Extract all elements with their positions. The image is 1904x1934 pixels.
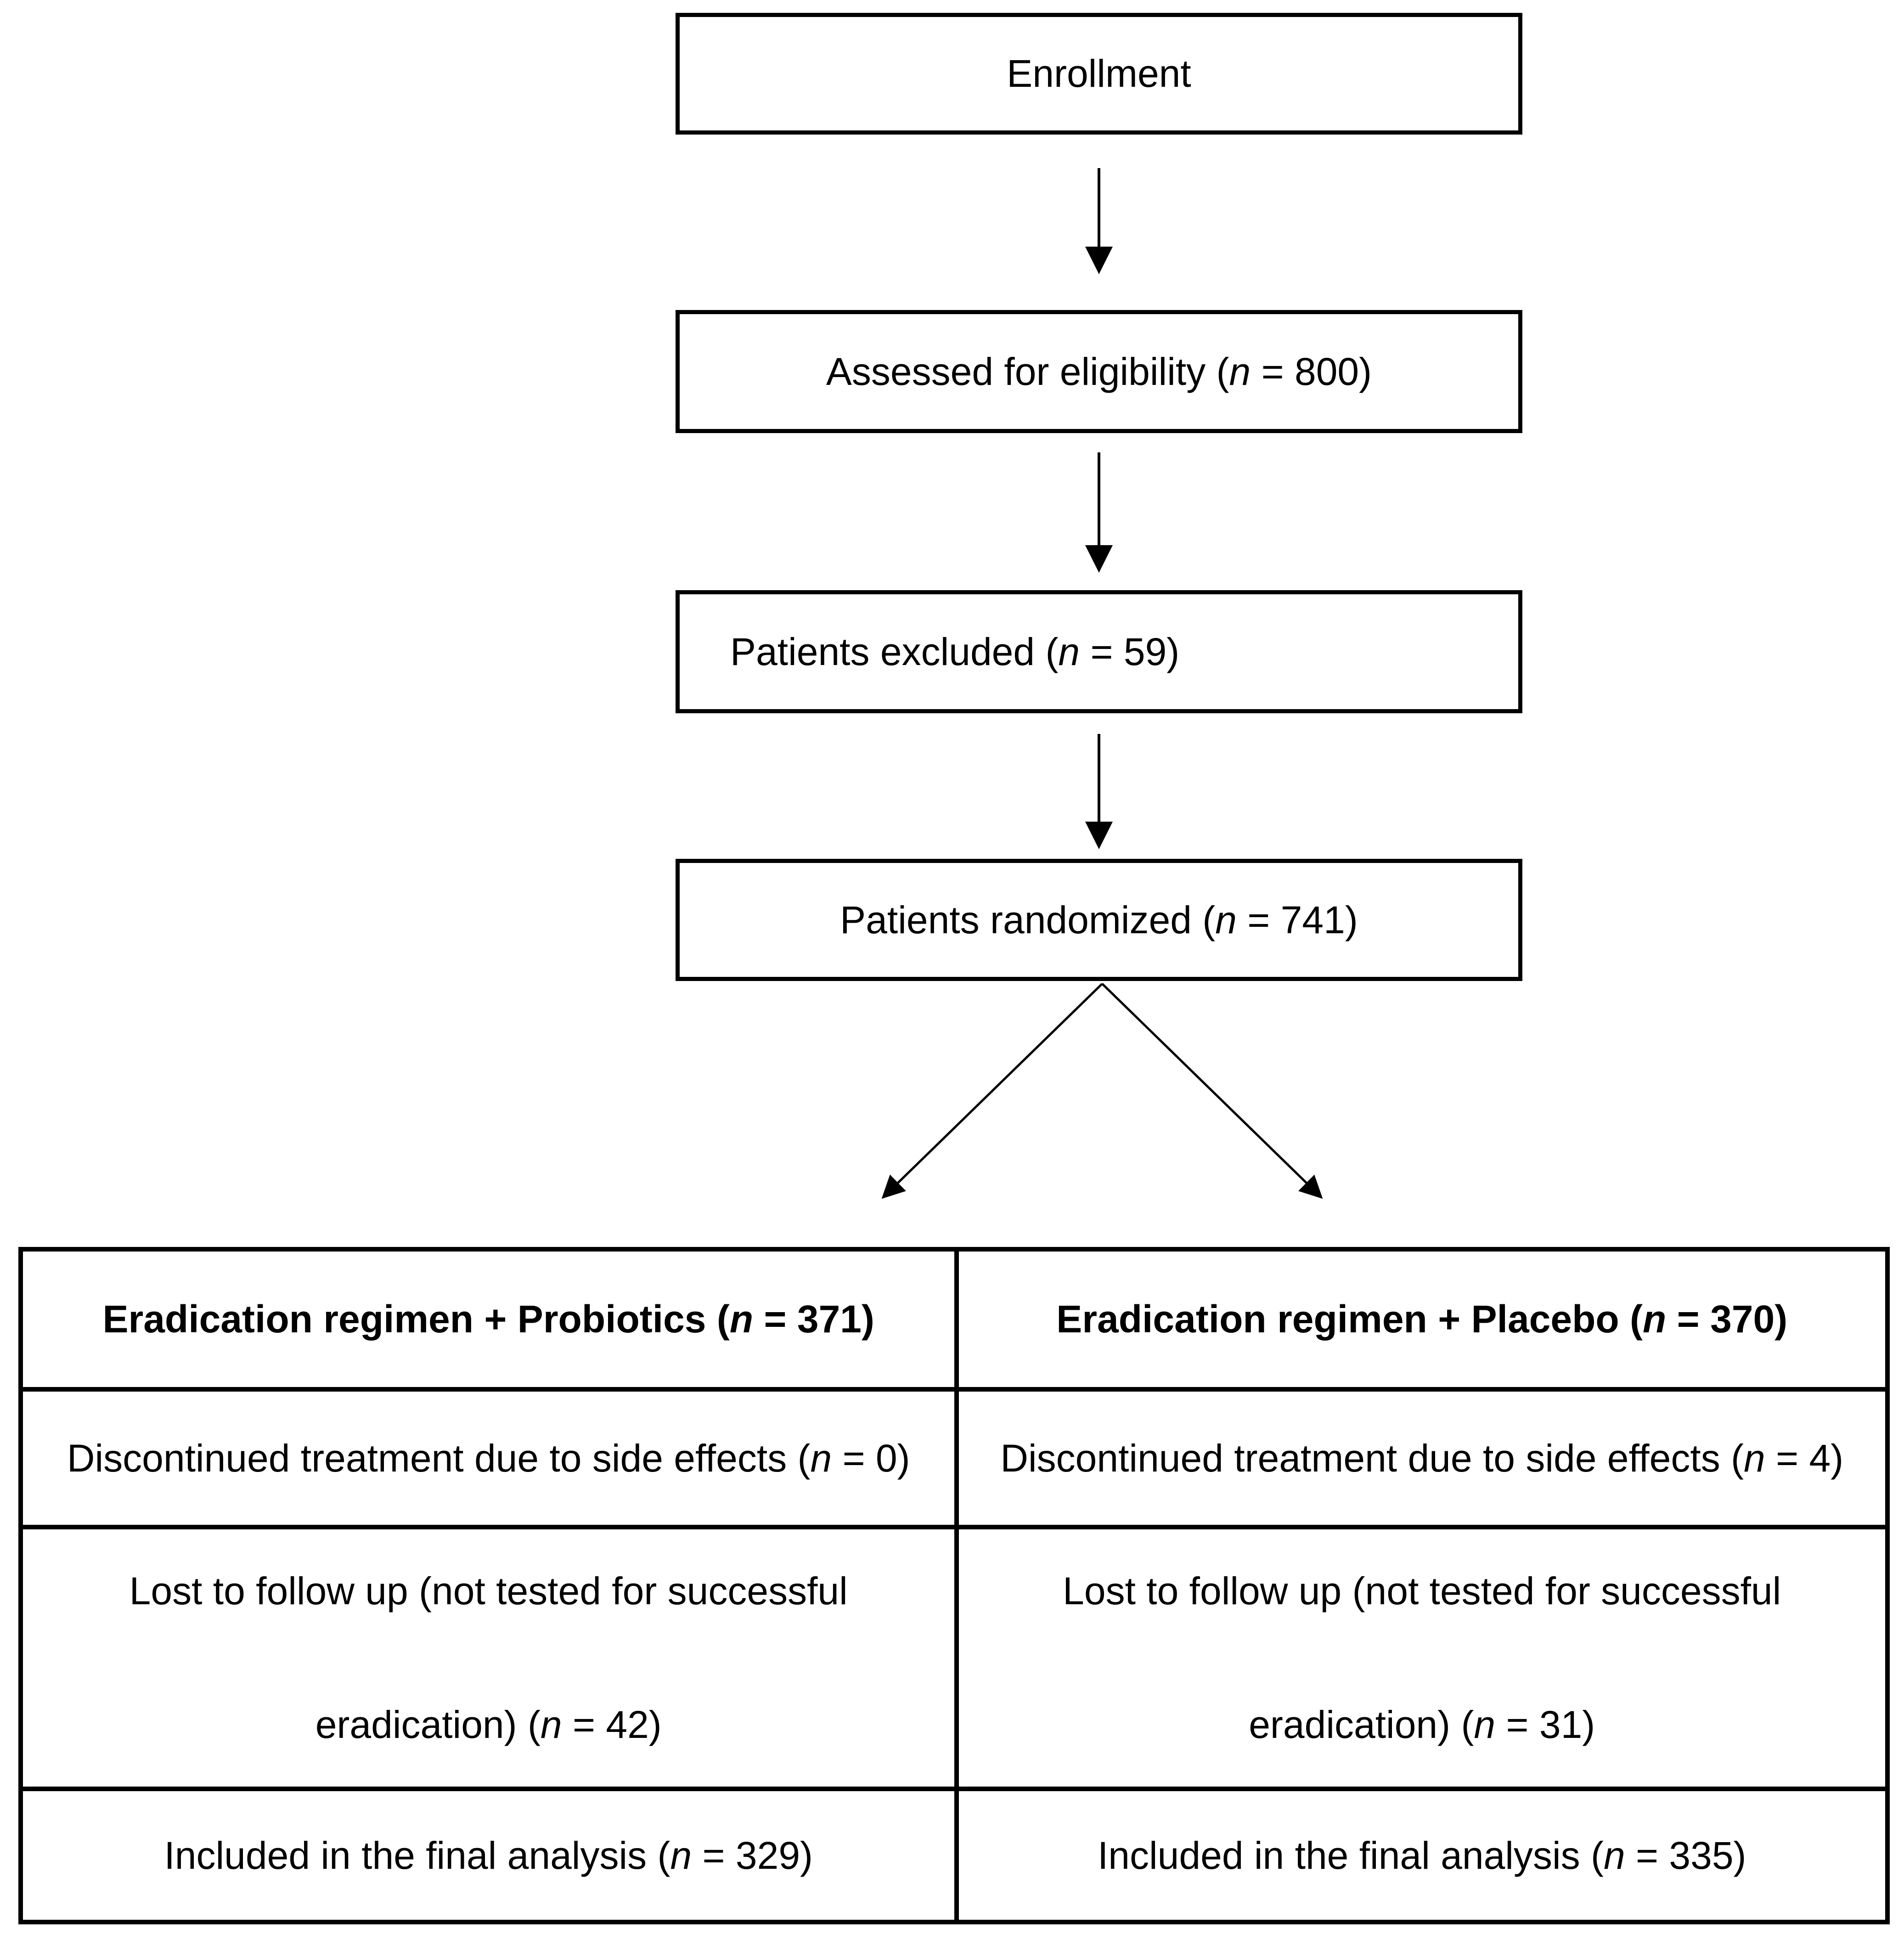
n-symbol: n <box>540 1703 562 1746</box>
placebo-discontinued-label: Discontinued treatment due to side effec… <box>1000 1435 1843 1482</box>
placebo-header-suffix: = 370) <box>1666 1297 1788 1341</box>
allocation-table: Eradication regimen + Probiotics (n = 37… <box>18 1247 1890 1924</box>
probiotics-lost-to-follow-up-cell: Lost to follow up (not tested for succes… <box>23 1525 954 1787</box>
probiotics-discontinued-cell: Discontinued treatment due to side effec… <box>23 1387 954 1525</box>
n-symbol: n <box>1744 1436 1765 1480</box>
excluded-label: Patients excluded (n = 59) <box>730 629 1179 675</box>
probiotics-lost-line2-suffix: = 42) <box>562 1703 662 1746</box>
probiotics-discontinued-label: Discontinued treatment due to side effec… <box>67 1435 910 1482</box>
placebo-lost-to-follow-up-cell: Lost to follow up (not tested for succes… <box>954 1525 1885 1787</box>
randomized-label-suffix: = 741) <box>1236 898 1358 942</box>
assessed-label-prefix: Assessed for eligibility ( <box>826 350 1229 393</box>
n-symbol: n <box>1643 1297 1667 1341</box>
probiotics-discontinued-suffix: = 0) <box>832 1436 910 1480</box>
placebo-lost-line2: eradication) (n = 31) <box>1249 1702 1595 1748</box>
n-symbol: n <box>1474 1703 1496 1746</box>
probiotics-arm-header: Eradication regimen + Probiotics (n = 37… <box>103 1296 875 1342</box>
placebo-included-cell: Included in the final analysis (n = 335) <box>954 1787 1885 1920</box>
placebo-discontinued-prefix: Discontinued treatment due to side effec… <box>1000 1436 1744 1480</box>
placebo-included-suffix: = 335) <box>1625 1833 1746 1877</box>
randomized-label-prefix: Patients randomized ( <box>840 898 1216 942</box>
probiotics-arm-header-cell: Eradication regimen + Probiotics (n = 37… <box>23 1252 954 1387</box>
n-symbol: n <box>1229 350 1251 393</box>
n-symbol: n <box>670 1833 692 1877</box>
placebo-arm-header: Eradication regimen + Placebo (n = 370) <box>1056 1296 1787 1342</box>
placebo-header-prefix: Eradication regimen + Placebo ( <box>1056 1297 1643 1341</box>
probiotics-discontinued-prefix: Discontinued treatment due to side effec… <box>67 1436 811 1480</box>
arrow-diagonal-right-icon-randomized-to-placebo <box>1101 983 1323 1199</box>
placebo-arm-header-cell: Eradication regimen + Placebo (n = 370) <box>954 1252 1886 1387</box>
excluded-label-prefix: Patients excluded ( <box>730 630 1059 673</box>
assessed-label: Assessed for eligibility (n = 800) <box>826 349 1372 395</box>
probiotics-lost-line1: Lost to follow up (not tested for succes… <box>129 1569 848 1613</box>
placebo-included-label: Included in the final analysis (n = 335) <box>1098 1833 1746 1879</box>
probiotics-header-prefix: Eradication regimen + Probiotics ( <box>102 1297 730 1341</box>
patients-randomized-box: Patients randomized (n = 741) <box>676 859 1522 981</box>
probiotics-included-label: Included in the final analysis (n = 329) <box>164 1833 813 1879</box>
n-symbol: n <box>1603 1833 1625 1877</box>
n-symbol: n <box>1058 630 1080 673</box>
placebo-lost-line1: Lost to follow up (not tested for succes… <box>1063 1569 1781 1613</box>
placebo-lost-line2-suffix: = 31) <box>1495 1703 1595 1746</box>
probiotics-lost-line2: eradication) (n = 42) <box>315 1702 662 1748</box>
probiotics-lost-line2-prefix: eradication) ( <box>315 1703 541 1746</box>
placebo-lost-line2-prefix: eradication) ( <box>1249 1703 1474 1746</box>
arrow-diagonal-left-icon-randomized-to-probiotics <box>881 983 1103 1199</box>
placebo-discontinued-suffix: = 4) <box>1765 1436 1844 1480</box>
placebo-discontinued-cell: Discontinued treatment due to side effec… <box>954 1387 1885 1525</box>
probiotics-header-suffix: = 371) <box>753 1297 874 1341</box>
placebo-included-prefix: Included in the final analysis ( <box>1097 1833 1604 1877</box>
assessed-label-suffix: = 800) <box>1251 350 1372 393</box>
randomized-label: Patients randomized (n = 741) <box>840 897 1358 943</box>
enrollment-box: Enrollment <box>676 13 1522 135</box>
n-symbol: n <box>729 1297 754 1341</box>
n-symbol: n <box>1215 898 1237 942</box>
enrollment-label: Enrollment <box>1007 52 1191 96</box>
n-symbol: n <box>810 1436 832 1480</box>
probiotics-included-suffix: = 329) <box>692 1833 813 1877</box>
patients-excluded-box: Patients excluded (n = 59) <box>676 590 1522 713</box>
assessed-for-eligibility-box: Assessed for eligibility (n = 800) <box>676 310 1522 433</box>
excluded-label-suffix: = 59) <box>1080 630 1180 673</box>
probiotics-included-cell: Included in the final analysis (n = 329) <box>23 1787 954 1920</box>
probiotics-included-prefix: Included in the final analysis ( <box>164 1833 670 1877</box>
